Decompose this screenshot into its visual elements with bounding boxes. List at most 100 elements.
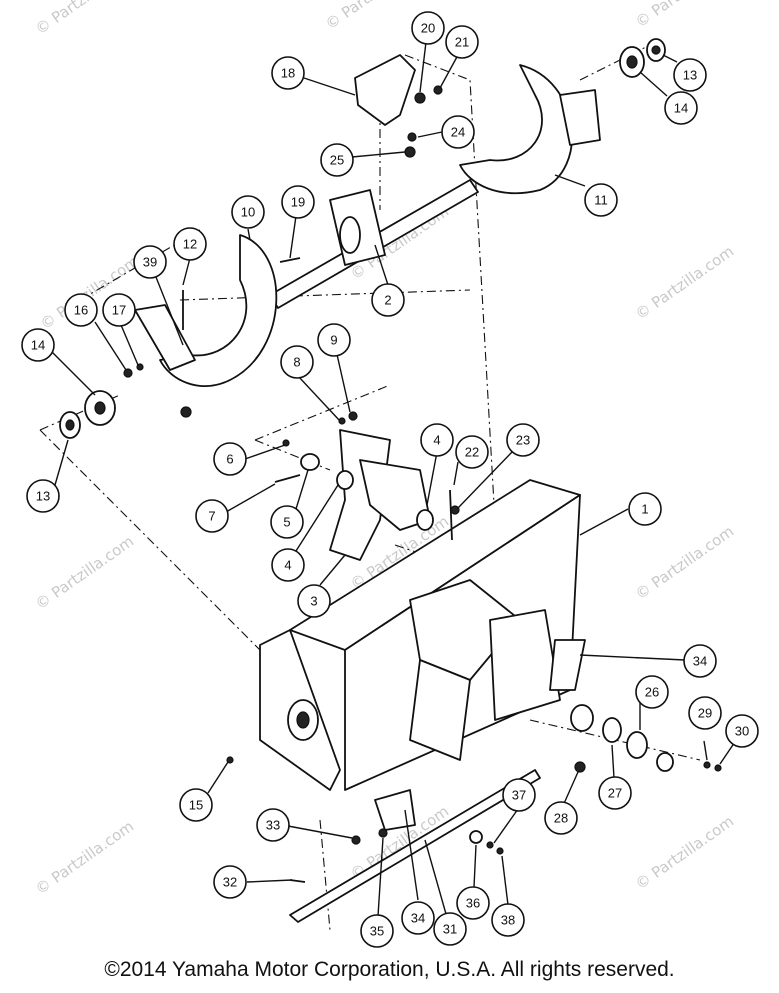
svg-text:34: 34 (411, 911, 425, 926)
callout-11: 11 (584, 183, 618, 217)
svg-text:37: 37 (512, 788, 526, 803)
callout-12: 12 (173, 227, 207, 261)
svg-text:2: 2 (384, 293, 391, 308)
svg-text:7: 7 (208, 509, 215, 524)
bracket-arm (359, 459, 431, 531)
auger-right-paddle (559, 89, 601, 146)
callout-9: 9 (317, 323, 351, 357)
callout-28: 28 (544, 801, 578, 835)
svg-text:29: 29 (698, 706, 712, 721)
svg-text:38: 38 (501, 913, 515, 928)
callout-4: 4 (420, 423, 454, 457)
svg-text:18: 18 (281, 66, 295, 81)
bolt (279, 257, 301, 263)
watermark: © Partzilla.com (32, 532, 137, 613)
watermark: © Partzilla.com (32, 0, 137, 38)
callout-16: 16 (64, 293, 98, 327)
callout-33: 33 (256, 808, 290, 842)
svg-text:26: 26 (645, 685, 659, 700)
svg-text:4: 4 (433, 433, 440, 448)
svg-text:8: 8 (293, 355, 300, 370)
skid-shoe (374, 789, 416, 831)
svg-text:19: 19 (291, 195, 305, 210)
callout-13: 13 (26, 479, 60, 513)
svg-text:22: 22 (465, 445, 479, 460)
copyright-notice: ©2014 Yamaha Motor Corporation, U.S.A. A… (104, 958, 675, 981)
callout-3: 3 (297, 584, 331, 618)
callout-30: 30 (725, 714, 759, 748)
bolt (274, 474, 301, 483)
svg-text:36: 36 (466, 896, 480, 911)
callout-34: 34 (401, 901, 435, 935)
svg-text:21: 21 (455, 35, 469, 50)
svg-text:16: 16 (74, 303, 88, 318)
svg-text:9: 9 (330, 333, 337, 348)
callout-31: 31 (433, 912, 467, 946)
svg-text:14: 14 (31, 338, 45, 353)
callout-38: 38 (491, 903, 525, 937)
watermark: © Partzilla.com (632, 242, 737, 323)
svg-text:12: 12 (183, 237, 197, 252)
svg-text:32: 32 (223, 875, 237, 890)
callout-29: 29 (688, 696, 722, 730)
housing (259, 479, 581, 791)
svg-text:35: 35 (370, 924, 384, 939)
svg-text:17: 17 (112, 303, 126, 318)
callout-13: 13 (673, 58, 707, 92)
bolt (449, 489, 453, 541)
bolt (289, 879, 306, 883)
svg-text:13: 13 (36, 489, 50, 504)
svg-text:11: 11 (594, 193, 608, 208)
scraper (289, 639, 586, 923)
callout-18: 18 (271, 56, 305, 90)
callout-25: 25 (320, 143, 354, 177)
svg-text:14: 14 (674, 101, 688, 116)
scraper-blade (289, 769, 541, 923)
svg-text:28: 28 (554, 811, 568, 826)
callout-26: 26 (635, 675, 669, 709)
svg-text:33: 33 (266, 818, 280, 833)
gearbox-cover (354, 54, 416, 126)
callout-15: 15 (179, 788, 213, 822)
callout-23: 23 (506, 423, 540, 457)
svg-text:30: 30 (735, 724, 749, 739)
callout-14: 14 (664, 91, 698, 125)
callout-20: 20 (411, 11, 445, 45)
svg-text:15: 15 (189, 798, 203, 813)
callout-8: 8 (280, 345, 314, 379)
callout-32: 32 (213, 865, 247, 899)
callout-14: 14 (21, 328, 55, 362)
callout-17: 17 (102, 293, 136, 327)
svg-text:3: 3 (310, 594, 317, 609)
callout-21: 21 (445, 25, 479, 59)
svg-text:31: 31 (443, 922, 457, 937)
callout-27: 27 (598, 776, 632, 810)
callout-36: 36 (456, 886, 490, 920)
callout-34: 34 (683, 644, 717, 678)
svg-text:6: 6 (226, 452, 233, 467)
callout-4: 4 (271, 548, 305, 582)
svg-text:23: 23 (516, 433, 530, 448)
auger-left (159, 234, 278, 387)
callout-5: 5 (270, 505, 304, 539)
callout-35: 35 (360, 914, 394, 948)
watermark: © Partzilla.com (632, 812, 737, 893)
callout-19: 19 (281, 185, 315, 219)
callout-37: 37 (502, 778, 536, 812)
watermark: © Partzilla.com (632, 0, 737, 31)
svg-text:34: 34 (693, 654, 707, 669)
callout-2: 2 (371, 283, 405, 317)
housing-flange (409, 659, 471, 761)
callout-7: 7 (195, 499, 229, 533)
svg-text:27: 27 (608, 786, 622, 801)
callout-24: 24 (441, 115, 475, 149)
callout-22: 22 (455, 435, 489, 469)
hardware (123, 85, 722, 883)
watermark: © Partzilla.com (632, 522, 737, 603)
svg-text:4: 4 (284, 558, 291, 573)
svg-text:10: 10 (241, 205, 255, 220)
bearings (59, 38, 666, 439)
svg-text:1: 1 (641, 502, 648, 517)
svg-text:5: 5 (283, 515, 290, 530)
